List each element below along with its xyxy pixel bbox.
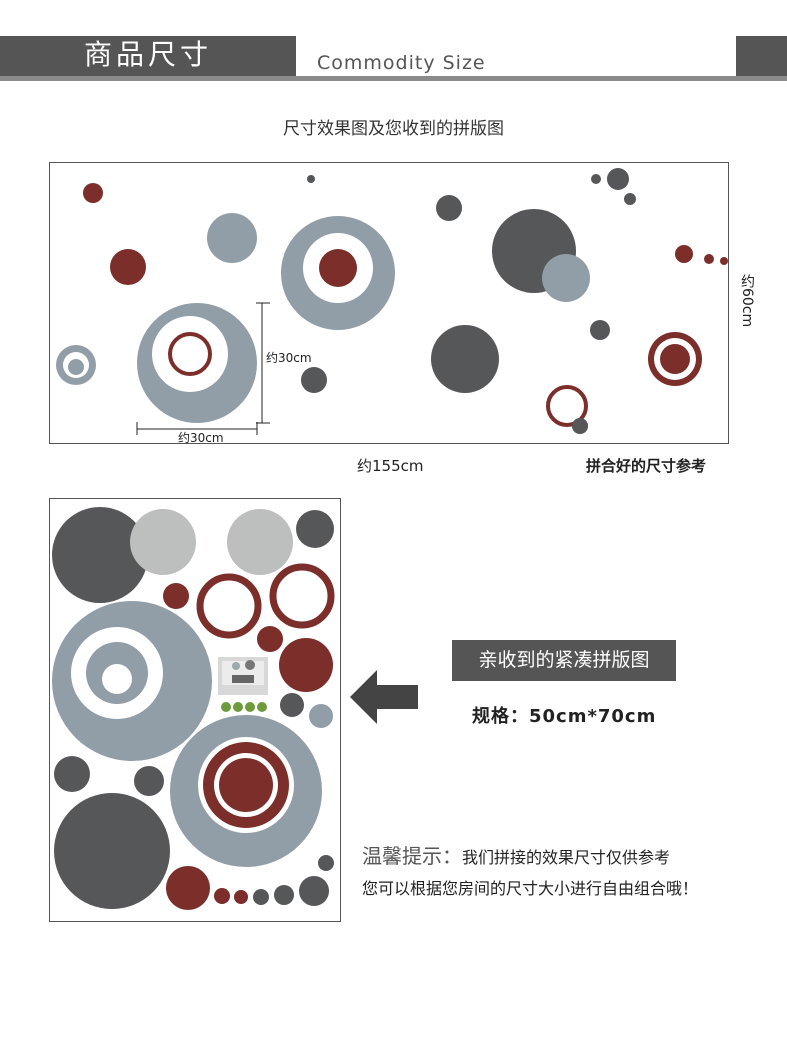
tip-line-1: 温馨提示：我们拼接的效果尺寸仅供参考 [362,840,670,869]
assembled-size-reference-label: 拼合好的尺寸参考 [586,457,707,475]
header-title-cn: 商品尺寸 [84,38,213,71]
header-title-bar [0,36,296,76]
compact-sheet-panel [49,498,341,922]
tip-text-1: 我们拼接的效果尺寸仅供参考 [462,848,671,867]
header-divider [0,76,787,81]
header-title-en: Commodity Size [317,52,486,74]
tip-label: 温馨提示： [362,844,462,868]
assembled-effect-panel [49,162,729,444]
arrow-left-icon [350,670,418,724]
section1-caption: 尺寸效果图及您收到的拼版图 [283,119,504,139]
compact-sheet-illustration [52,507,335,910]
tip-line-2: 您可以根据您房间的尺寸大小进行自由组合哦！ [362,879,699,898]
compact-sheet-badge: 亲收到的紧凑拼版图 [452,640,676,681]
height-30-label: 约30cm [266,351,312,365]
total-width-label: 约155cm [357,457,424,475]
spec-label: 规格：50cm*70cm [472,706,657,727]
header-right-block [736,36,787,76]
assembled-effect-illustration [56,168,728,435]
width-30-label: 约30cm [178,431,224,445]
total-height-label: 约60cm [739,274,755,328]
